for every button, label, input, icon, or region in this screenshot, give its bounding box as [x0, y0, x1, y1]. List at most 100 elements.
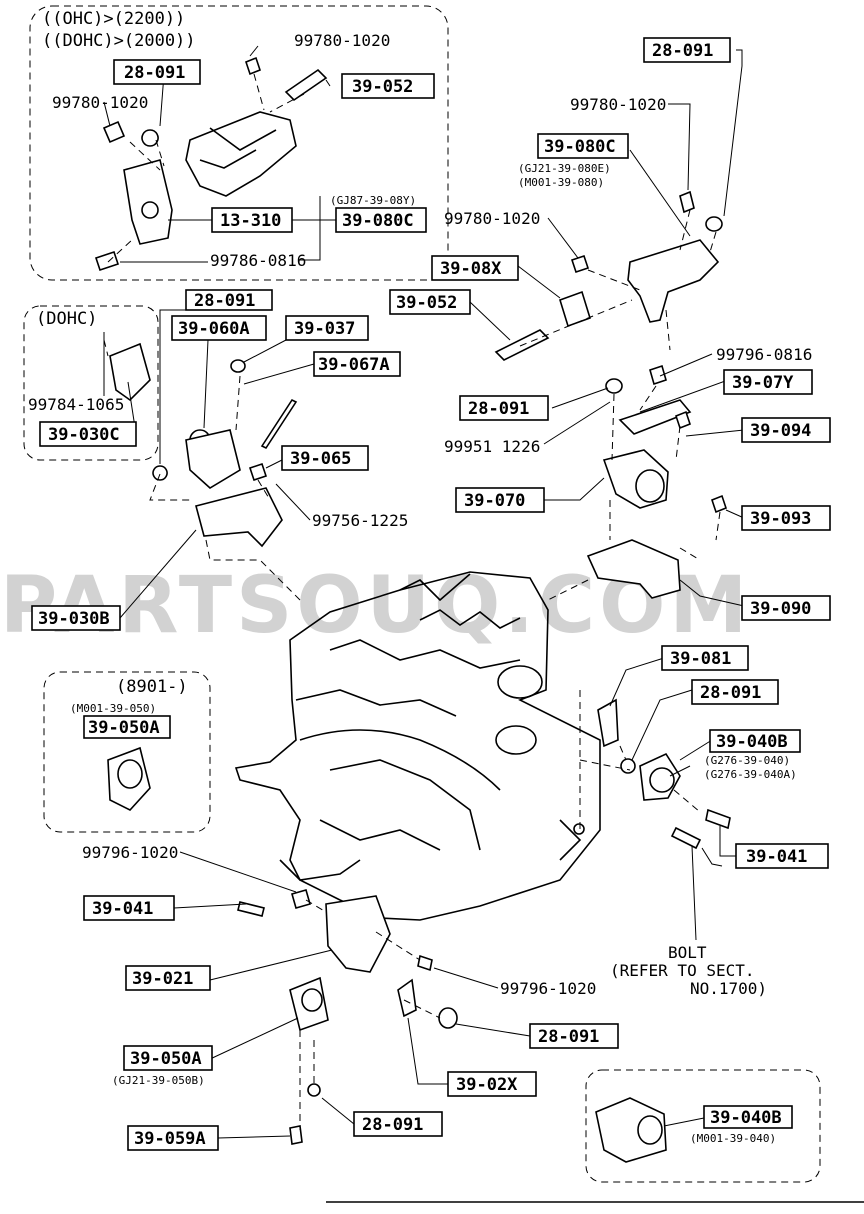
- part-box-39-065[interactable]: 39-065: [281, 445, 369, 471]
- part-box-39-059a[interactable]: 39-059A: [127, 1125, 219, 1151]
- part-box-39-094[interactable]: 39-094: [741, 417, 831, 443]
- svg-text:39-030B: 39-030B: [38, 609, 110, 629]
- ref-m001-39-080: (M001-39-080): [518, 176, 604, 189]
- label-99951-1226[interactable]: 99951 1226: [444, 437, 540, 456]
- part-box-28-091-b[interactable]: 28-091: [643, 37, 731, 63]
- part-box-39-07y[interactable]: 39-07Y: [723, 369, 813, 395]
- part-box-39-041-b[interactable]: 39-041: [83, 895, 175, 921]
- svg-text:39-040B: 39-040B: [710, 1108, 782, 1128]
- svg-text:39-041: 39-041: [92, 899, 153, 919]
- part-box-39-093[interactable]: 39-093: [741, 505, 831, 531]
- svg-text:39-052: 39-052: [396, 293, 457, 313]
- inset-040b-mount: [595, 1097, 667, 1163]
- rear-right-mount: [597, 698, 731, 850]
- svg-text:39-059A: 39-059A: [134, 1129, 206, 1149]
- part-box-39-030b[interactable]: 39-030B: [31, 605, 121, 631]
- part-box-39-067a[interactable]: 39-067A: [313, 351, 401, 377]
- label-99796-1020-b[interactable]: 99796-1020: [500, 979, 596, 998]
- svg-text:39-067A: 39-067A: [318, 355, 390, 375]
- part-box-39-030c[interactable]: 39-030C: [39, 421, 137, 447]
- bolt-note-line3: NO.1700): [690, 979, 767, 998]
- bolt-note-line2: (REFER TO SECT.: [610, 961, 755, 980]
- right-mount-assembly: [586, 364, 727, 599]
- part-box-28-091-a[interactable]: 28-091: [113, 59, 201, 85]
- svg-text:28-091: 28-091: [194, 291, 255, 311]
- label-99784-1065[interactable]: 99784-1065: [28, 395, 124, 414]
- label-99780-1020-b[interactable]: 99780-1020: [52, 93, 148, 112]
- bolt-note-line1: BOLT: [668, 943, 707, 962]
- part-box-39-02x[interactable]: 39-02X: [447, 1071, 537, 1097]
- part-box-39-041-a[interactable]: 39-041: [735, 843, 829, 869]
- engine-block: [234, 571, 601, 921]
- part-box-39-080c-a[interactable]: 39-080C: [335, 207, 427, 233]
- condition-8901: (8901-): [116, 677, 188, 697]
- left-mount-assembly: [109, 342, 298, 548]
- bolt-note-leader: [691, 845, 697, 941]
- part-box-39-080c-b[interactable]: 39-080C: [537, 133, 629, 159]
- part-box-39-037[interactable]: 39-037: [285, 315, 369, 341]
- part-box-28-091-c[interactable]: 28-091: [185, 289, 273, 311]
- svg-text:39-052: 39-052: [352, 77, 413, 97]
- svg-text:39-081: 39-081: [670, 649, 731, 669]
- dashed-connectors: [103, 73, 721, 1130]
- part-box-39-08x[interactable]: 39-08X: [431, 255, 519, 281]
- svg-text:39-037: 39-037: [294, 319, 355, 339]
- part-box-13-310[interactable]: 13-310: [211, 207, 293, 233]
- group-8901-outline: [43, 671, 211, 833]
- ref-m001-39-040: (M001-39-040): [690, 1132, 776, 1145]
- part-box-39-040b-b[interactable]: 39-040B: [703, 1105, 793, 1129]
- label-99780-1020-c[interactable]: 99780-1020: [570, 95, 666, 114]
- svg-text:39-094: 39-094: [750, 421, 811, 441]
- label-99786-0816[interactable]: 99786-0816: [210, 251, 306, 270]
- part-box-28-091-d[interactable]: 28-091: [459, 395, 549, 421]
- part-box-28-091-g[interactable]: 28-091: [353, 1111, 443, 1137]
- svg-text:28-091: 28-091: [538, 1027, 599, 1047]
- svg-text:28-091: 28-091: [124, 63, 185, 83]
- svg-text:28-091: 28-091: [652, 41, 713, 61]
- part-box-39-081[interactable]: 39-081: [661, 645, 749, 671]
- svg-text:39-030C: 39-030C: [48, 425, 120, 445]
- part-box-39-052-a[interactable]: 39-052: [341, 73, 435, 99]
- group-dohc-outline: [23, 305, 159, 461]
- lower-left-mount: [237, 889, 458, 1145]
- part-box-39-070[interactable]: 39-070: [455, 487, 545, 513]
- svg-text:39-050A: 39-050A: [130, 1049, 202, 1069]
- leader-lines: [103, 45, 745, 1139]
- label-99780-1020-d[interactable]: 99780-1020: [444, 209, 540, 228]
- upper-left-mount-assembly: [94, 56, 328, 272]
- part-box-39-090[interactable]: 39-090: [741, 595, 831, 621]
- svg-text:28-091: 28-091: [362, 1115, 423, 1135]
- group-040b-outline: [585, 1069, 821, 1183]
- svg-text:39-041: 39-041: [746, 847, 807, 867]
- svg-text:39-070: 39-070: [464, 491, 525, 511]
- condition-dohc: (DOHC): [36, 309, 97, 329]
- part-box-28-091-e[interactable]: 28-091: [691, 679, 779, 705]
- svg-text:39-060A: 39-060A: [178, 319, 250, 339]
- inset-8901-mount: [107, 746, 151, 811]
- label-99780-1020-a[interactable]: 99780-1020: [294, 31, 390, 50]
- svg-text:39-080C: 39-080C: [544, 137, 616, 157]
- svg-text:39-040B: 39-040B: [716, 732, 788, 752]
- label-99756-1225[interactable]: 99756-1225: [312, 511, 408, 530]
- part-box-39-050a-a[interactable]: 39-050A: [83, 715, 171, 739]
- part-box-39-040b-a[interactable]: 39-040B: [709, 729, 801, 753]
- part-box-28-091-f[interactable]: 28-091: [529, 1023, 619, 1049]
- ref-m001-39-050: (M001-39-050): [70, 702, 156, 715]
- label-99796-0816[interactable]: 99796-0816: [716, 345, 812, 364]
- svg-text:13-310: 13-310: [220, 211, 281, 231]
- svg-text:39-065: 39-065: [290, 449, 351, 469]
- part-box-39-050a-b[interactable]: 39-050A: [123, 1045, 213, 1071]
- svg-text:39-02X: 39-02X: [456, 1075, 518, 1095]
- ref-g276-39-040: (G276-39-040): [704, 754, 790, 767]
- svg-text:28-091: 28-091: [468, 399, 529, 419]
- ref-gj21-39-050b: (GJ21-39-050B): [112, 1074, 205, 1087]
- svg-text:39-050A: 39-050A: [88, 718, 160, 738]
- label-99796-1020-a[interactable]: 99796-1020: [82, 843, 178, 862]
- condition-dohc-2000: ((DOHC)>(2000)): [42, 31, 196, 51]
- svg-text:39-07Y: 39-07Y: [732, 373, 794, 393]
- part-box-39-060a[interactable]: 39-060A: [171, 315, 267, 341]
- svg-text:28-091: 28-091: [700, 683, 761, 703]
- part-box-39-052-b[interactable]: 39-052: [389, 289, 471, 315]
- part-box-39-021[interactable]: 39-021: [125, 965, 211, 991]
